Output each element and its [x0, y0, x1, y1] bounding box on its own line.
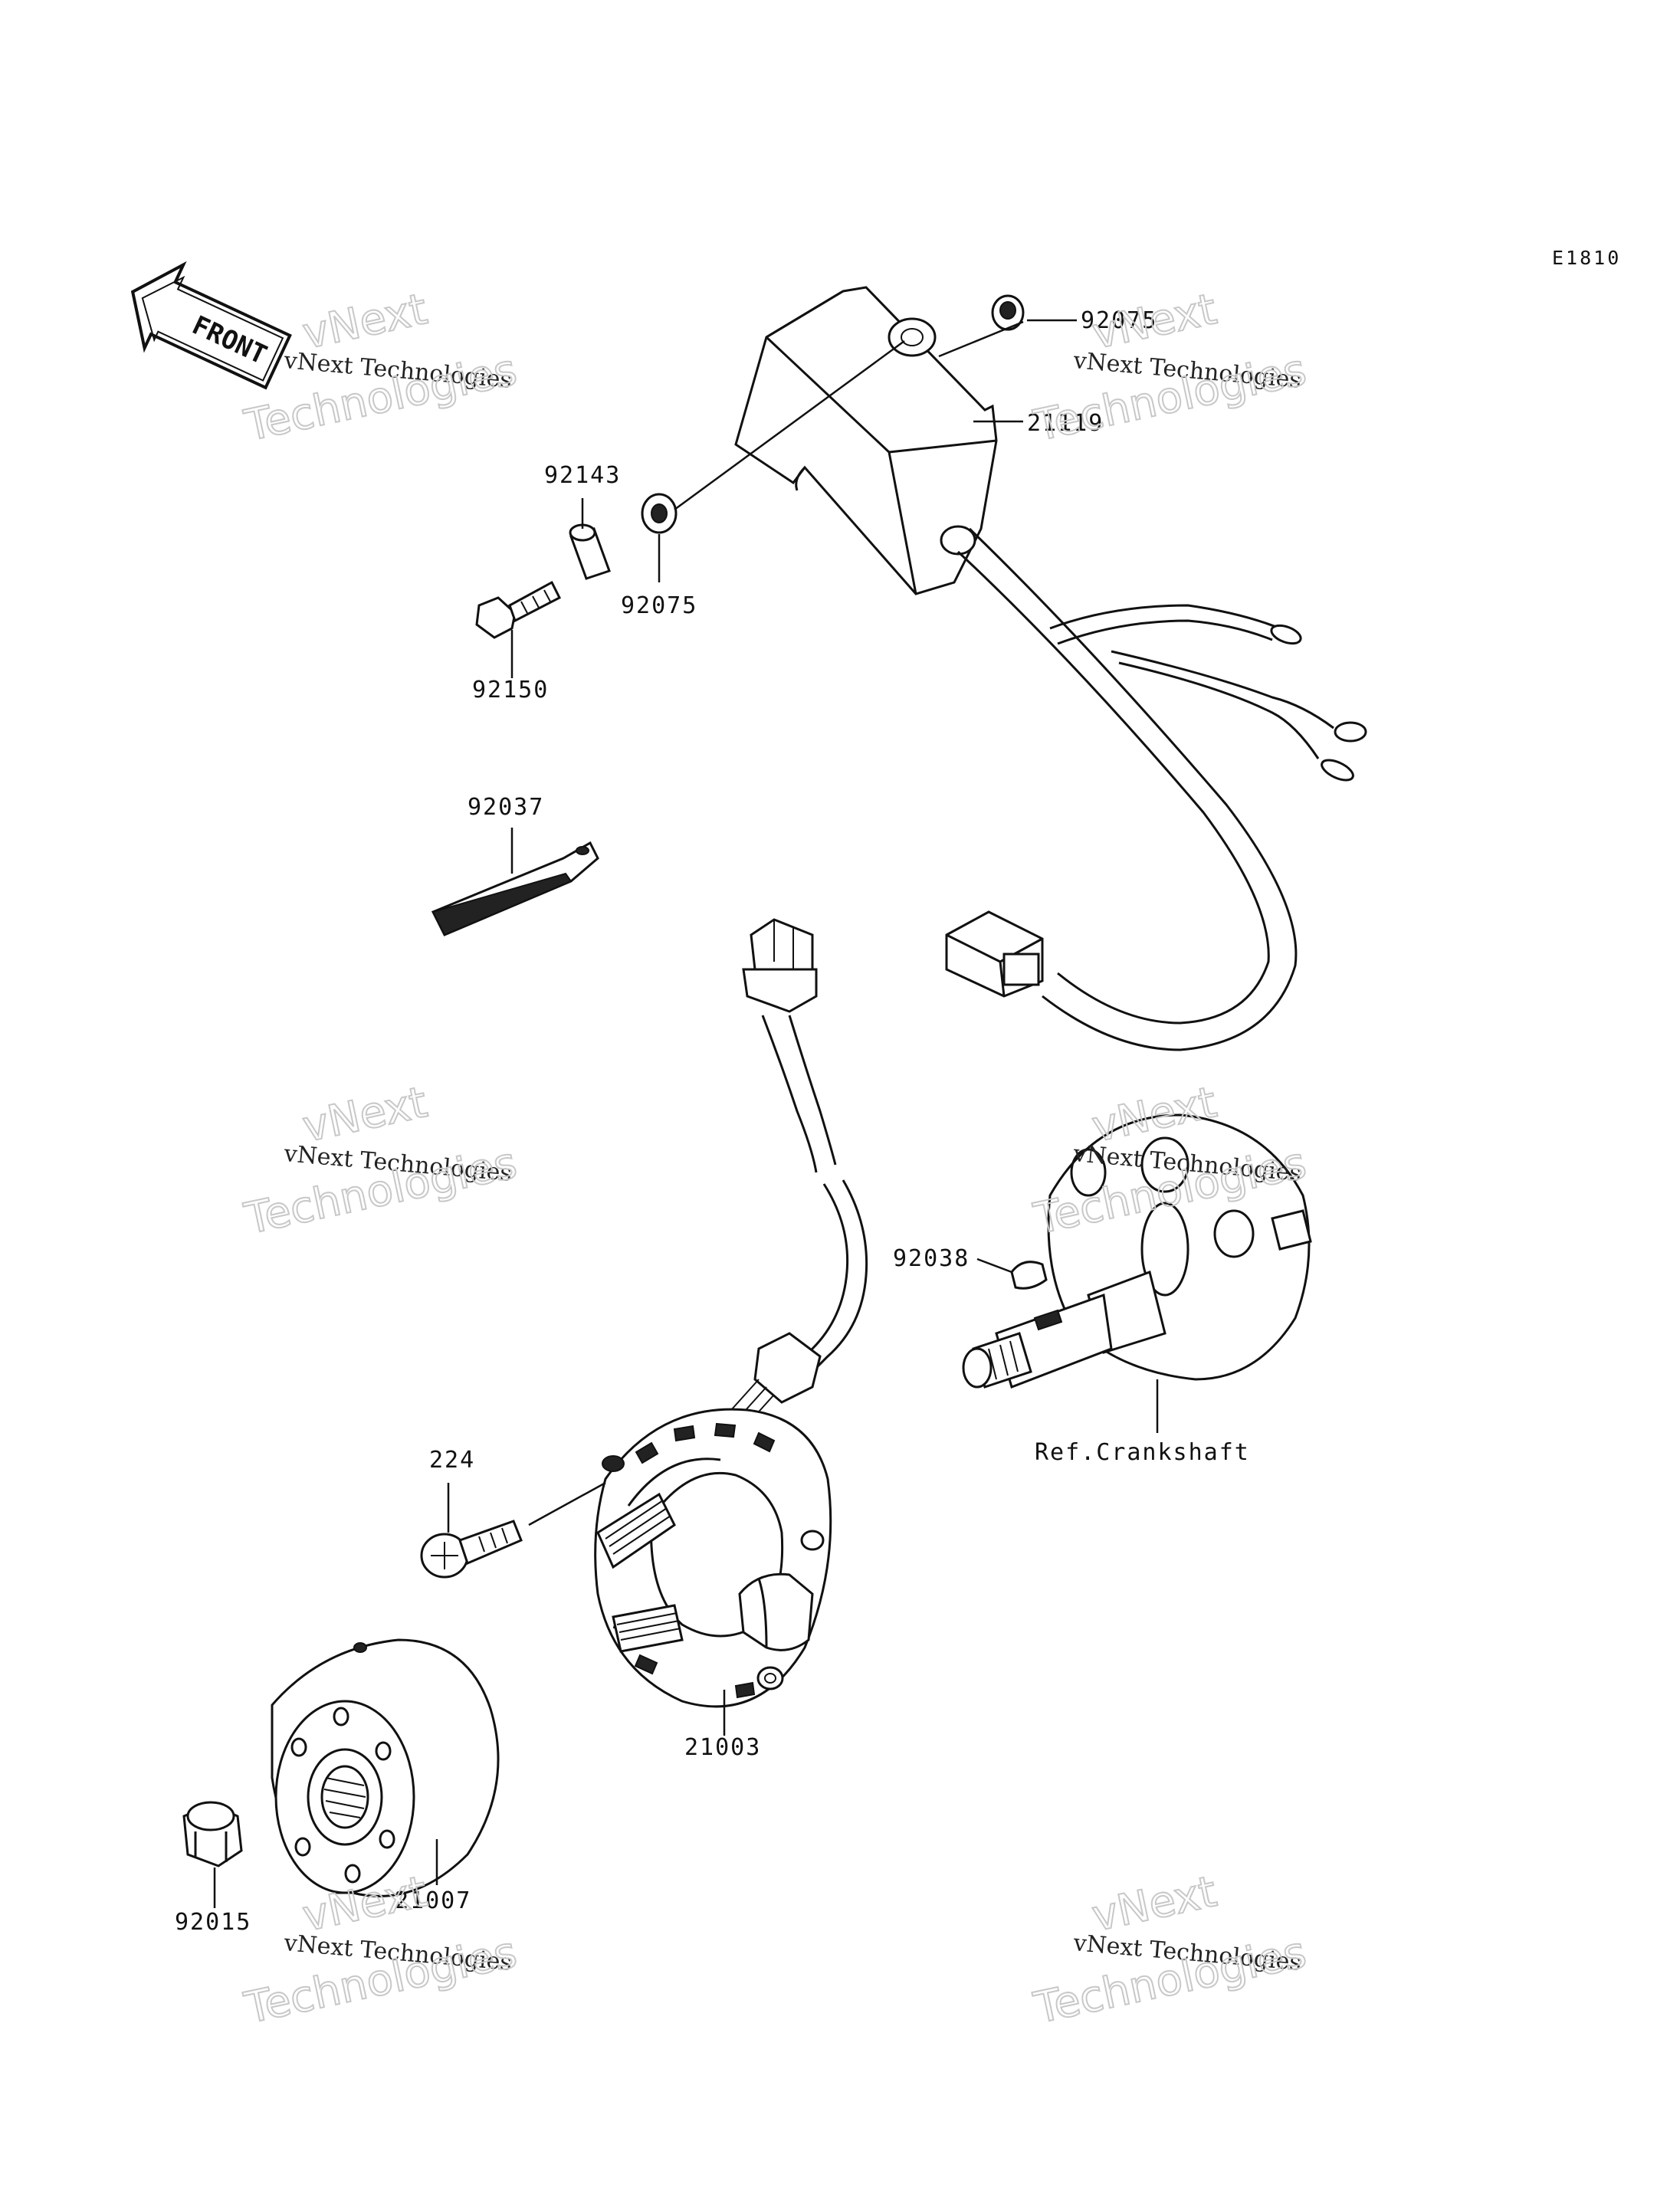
- flywheel-21007: [271, 1638, 500, 1897]
- callout-92037: 92037: [468, 794, 544, 821]
- callout-224: 224: [429, 1447, 475, 1474]
- callout-92075-bottom: 92075: [621, 592, 697, 619]
- watermark-top-right: vNext vNext Technologies Technologies: [1029, 284, 1311, 452]
- cdi-unit: [734, 286, 1367, 1051]
- washer-92075-top: [938, 294, 1025, 358]
- callout-92038: 92038: [893, 1245, 970, 1272]
- callout-21119: 21119: [1027, 410, 1104, 437]
- crankshaft: [962, 1113, 1312, 1389]
- diagram-code: E1810: [1552, 247, 1621, 269]
- bolt-92150: [475, 580, 562, 639]
- front-arrow-icon: FRONT: [130, 261, 292, 390]
- collar-92143: [569, 523, 611, 580]
- callout-92150: 92150: [472, 677, 549, 703]
- nut-92015: [182, 1801, 243, 1867]
- callout-ref-crankshaft: Ref.Crankshaft: [1035, 1439, 1250, 1466]
- callout-21007: 21007: [395, 1887, 471, 1914]
- watermark-bottom-right: vNext vNext Technologies Technologies: [1029, 1866, 1311, 2035]
- stator: [594, 918, 868, 1708]
- watermark-top: vNext: [1088, 1867, 1221, 1942]
- watermark-mid-left: vNext vNext Technologies Technologies: [239, 1077, 521, 1245]
- callout-lines: [213, 319, 1159, 1908]
- callout-92015: 92015: [175, 1909, 251, 1936]
- watermark-top: vNext: [1088, 284, 1221, 359]
- watermark-top: vNext: [298, 284, 431, 359]
- plate-92037: [431, 841, 599, 936]
- callout-21003: 21003: [684, 1734, 761, 1761]
- key-92038: [1010, 1261, 1048, 1290]
- watermark-top: vNext: [298, 1077, 431, 1153]
- callout-92143: 92143: [544, 462, 621, 489]
- washer-92075-bottom: [641, 339, 905, 534]
- watermark-bottom-left: vNext vNext Technologies Technologies: [239, 1866, 521, 2035]
- screw-224: [420, 1481, 606, 1579]
- watermark-top-left: vNext vNext Technologies Technologies: [239, 284, 521, 452]
- callout-92075-top: 92075: [1081, 307, 1157, 334]
